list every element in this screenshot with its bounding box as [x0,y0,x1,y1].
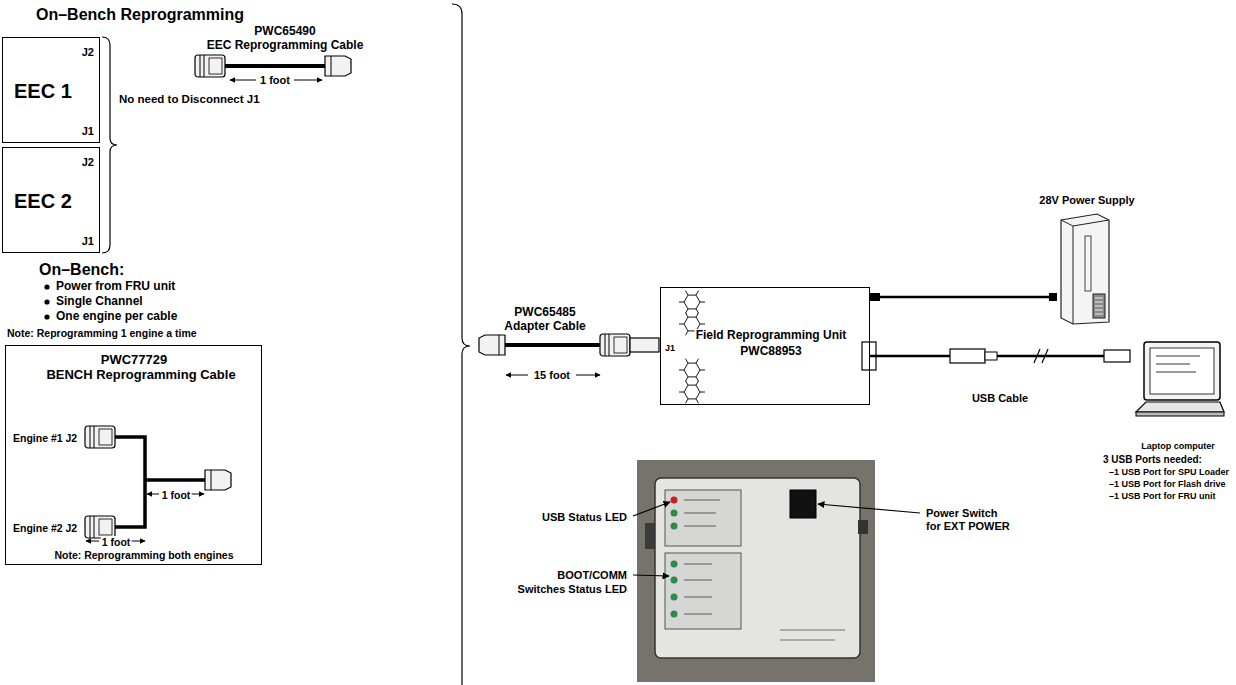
laptop: Laptop computer [1130,340,1225,435]
node-text: J2 [81,46,95,59]
node-text: Note: Reprogramming both engines [53,549,234,561]
node-title: 28V Power Supply [1038,194,1135,207]
callout-label: BOOT/COMM [556,569,628,582]
edge-label: USB Cable [971,392,1029,405]
dimension: 15 foot [533,369,571,382]
bullet-item: One engine per cable [55,310,178,324]
note: 3 USB Ports needed: [1102,454,1203,466]
cable-box: PWC77729BENCH Reprogramming CableEngine … [5,345,262,565]
note-item: –1 USB Port for Flash drive [1108,479,1227,489]
node-title: Field Reprogramming Unit [695,329,848,343]
cable-line [870,355,1130,358]
power-supply: 28V Power Supply [1057,212,1113,325]
dimension: 1 foot [259,74,291,87]
plug [1049,293,1057,301]
brace [102,37,117,253]
divider-brace [452,4,470,685]
unit-photo [637,460,875,682]
node-text: J2 [81,156,95,169]
node-text: Engine #1 J2 [12,432,78,444]
eec-box: EEC 2 J2J1 [2,147,100,253]
note: Note: Reprogramming 1 engine a time [6,327,198,339]
bullet-item: Single Channel [55,295,144,309]
usb-plug [1104,350,1130,362]
section-heading: On–Bench: [38,261,125,279]
note-item: –1 USB Port for SPU Loader [1108,467,1230,477]
callout-label: Power Switch [925,507,999,520]
diagram-title: On–Bench Reprogramming [35,6,245,24]
adapter-cable [479,334,659,356]
callout-label: USB Status LED [541,511,628,524]
part-number: PWC65490 [253,25,316,39]
node-text: J1 [81,125,95,138]
node-text: 1 foot [161,489,192,501]
dimension-arrows [86,494,204,541]
cable-connector [870,349,1130,363]
callout-label: for EXT POWER [925,520,1011,533]
node-text: 1 foot [101,536,132,548]
node-text: BENCH Reprogramming Cable [45,368,236,383]
node-text: J1 [664,343,676,353]
bullet-dots [44,284,49,319]
node-title: EEC 1 [13,80,73,103]
usb-plug [985,352,997,360]
hexagon-symbols [679,291,705,404]
cable-line [870,296,1057,299]
node-text: PWC88953 [739,345,802,359]
plug [870,293,880,301]
usb-plug [950,349,985,363]
reprogramming-unit: Field Reprogramming UnitPWC88953 J1 [660,287,870,405]
bullet-item: Power from FRU unit [55,280,176,294]
cable-connector [870,293,1057,301]
laptop-icon [1130,340,1225,435]
note-item: –1 USB Port for FRU unit [1108,491,1217,501]
node-title: PWC77729 [100,353,168,368]
eec-box: EEC 1 J2J1 [2,37,100,143]
part-number: PWC65485 [513,306,576,320]
cable-break [1034,349,1048,363]
note: No need to Disconnect J1 [118,93,261,106]
bench-cable [85,426,231,538]
cable-name: EEC Reprogramming Cable [206,39,365,53]
node-text: Engine #2 J2 [12,522,78,534]
cable-name: Adapter Cable [503,320,586,334]
callout-label: Switches Status LED [517,583,628,596]
leader-lines [633,502,920,576]
power-supply-icon [1057,212,1113,325]
node-title: EEC 2 [13,190,73,213]
node-text: J1 [81,235,95,248]
node-title: Laptop computer [1140,441,1216,451]
